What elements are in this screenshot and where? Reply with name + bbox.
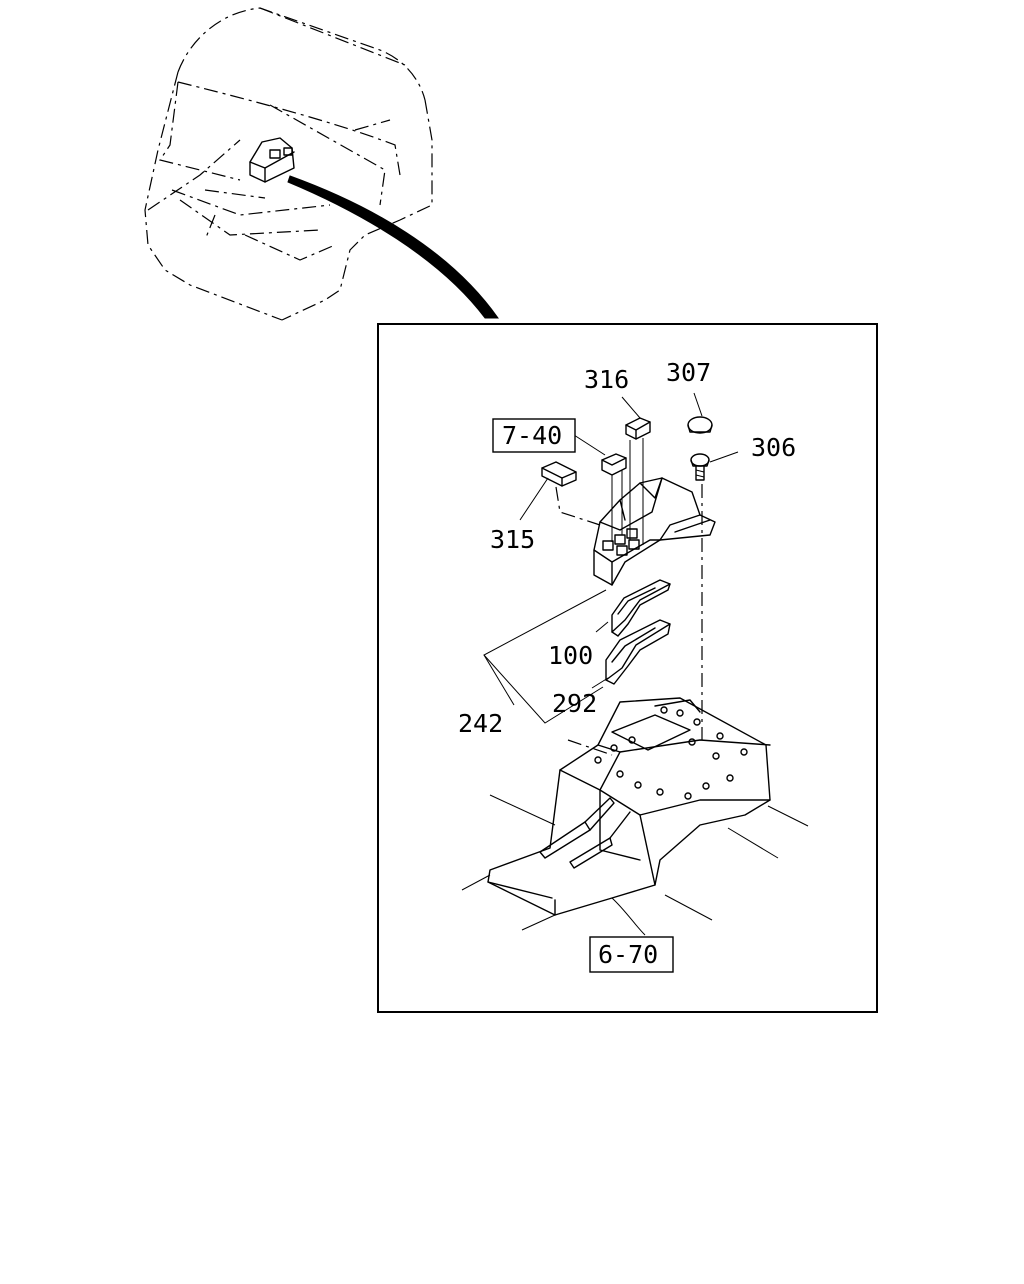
label-100: 100 <box>548 641 593 670</box>
part-292-plate <box>605 619 671 685</box>
part-315-pad <box>541 461 601 526</box>
label-315: 315 <box>490 525 535 554</box>
leader-242 <box>483 589 607 724</box>
console-cover <box>593 477 716 586</box>
detail-frame <box>377 323 878 1013</box>
part-307-cap <box>687 416 713 434</box>
ref-label-6-70: 6-70 <box>598 940 658 969</box>
floor-tunnel <box>461 697 809 936</box>
part-100-plate <box>611 579 671 637</box>
ref-box-6-70: 6-70 <box>589 936 674 973</box>
leaders <box>519 392 739 689</box>
ref-box-7-40: 7-40 <box>492 418 576 453</box>
label-306: 306 <box>751 433 796 462</box>
part-306-screw <box>690 453 710 740</box>
cab-overview <box>144 7 499 321</box>
switch-7-40 <box>601 453 627 542</box>
label-292: 292 <box>552 689 597 718</box>
label-316: 316 <box>584 365 629 394</box>
ref-label-7-40: 7-40 <box>502 421 562 450</box>
label-307: 307 <box>666 358 711 387</box>
label-242: 242 <box>458 709 503 738</box>
